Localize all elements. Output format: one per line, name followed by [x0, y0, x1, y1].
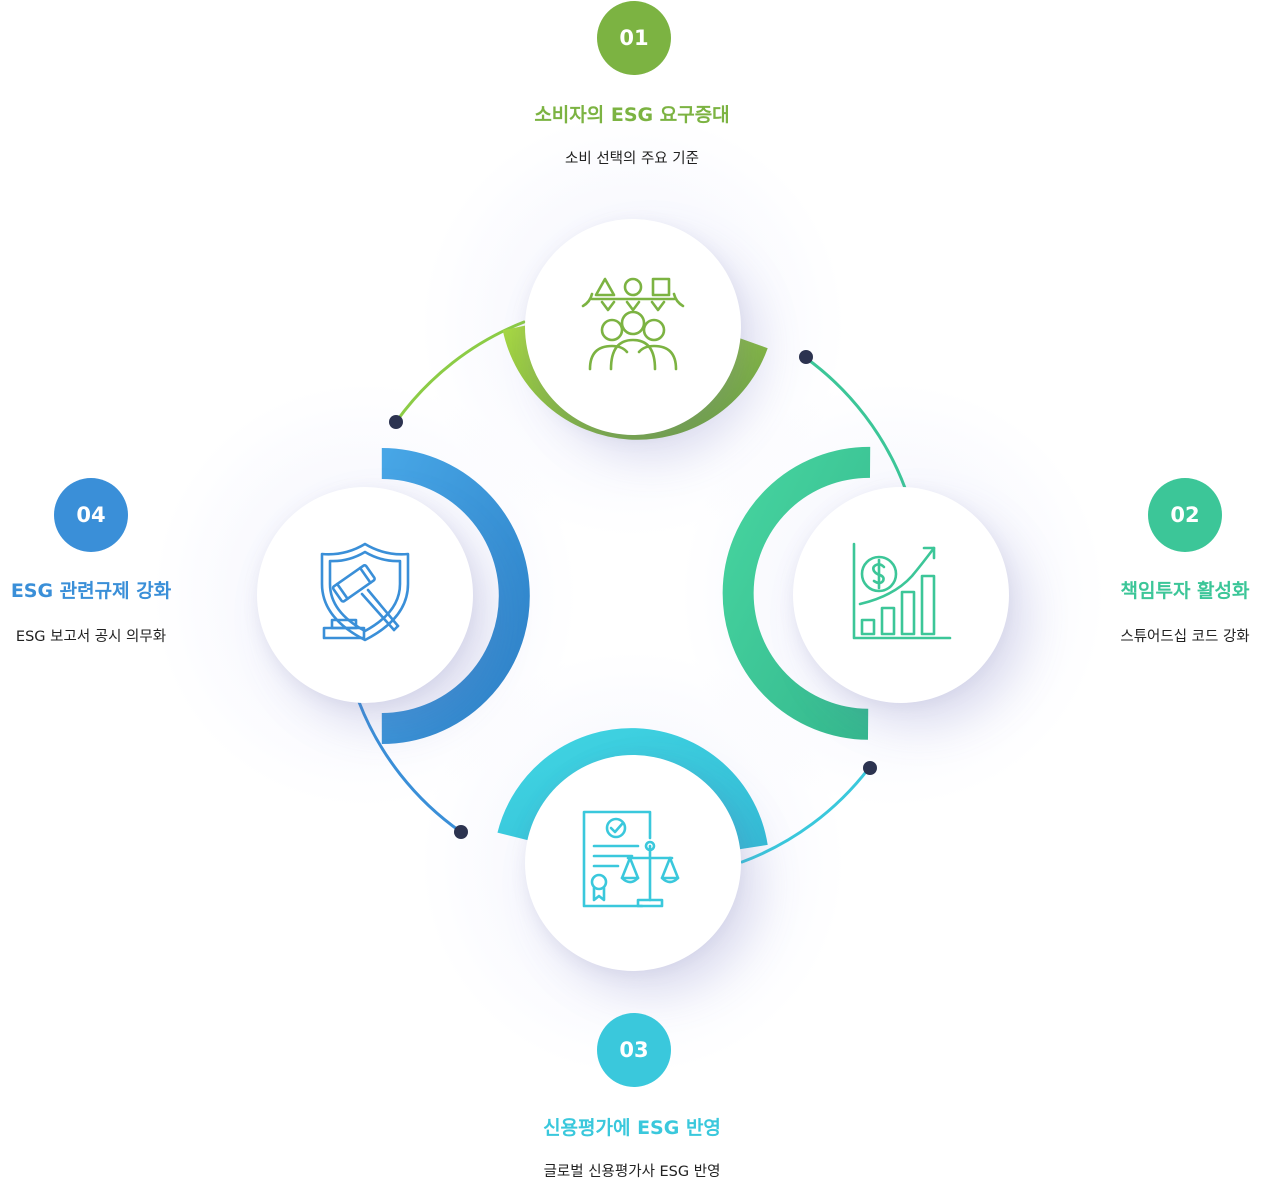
- consumer-group-icon: [581, 277, 685, 371]
- connector-dot: [454, 825, 468, 839]
- item-title: 소비자의 ESG 요구증대: [534, 104, 730, 126]
- item-description: 소비 선택의 주요 기준: [565, 151, 699, 167]
- node-02: [793, 487, 1009, 703]
- connector-arc-04-01: [394, 320, 526, 424]
- investment-growth-chart-icon: [852, 542, 952, 640]
- item-label-04: ESG 관련규제 강화 ESG 보고서 공시 의무화: [0, 576, 186, 646]
- item-description: 스튜어드십 코드 강화: [1120, 629, 1250, 645]
- ring-segment-04: [381, 448, 530, 744]
- step-badge-03: 03: [597, 1013, 671, 1087]
- connector-arc-03-04: [357, 700, 463, 834]
- item-title: 책임투자 활성화: [1120, 580, 1250, 602]
- step-badge-01: 01: [597, 1, 671, 75]
- node-01: [525, 219, 741, 435]
- connector-dot: [799, 350, 813, 364]
- step-badge-02: 02: [1148, 478, 1222, 552]
- certificate-scale-icon: [582, 810, 680, 908]
- connector-dot: [389, 415, 403, 429]
- item-description: ESG 보고서 공시 의무화: [15, 629, 167, 645]
- node-03: [525, 755, 741, 971]
- item-label-02: 책임투자 활성화 스튜어드십 코드 강화: [1082, 576, 1262, 646]
- item-label-01: 소비자의 ESG 요구증대 소비 선택의 주요 기준: [482, 100, 782, 168]
- item-title: ESG 관련규제 강화: [10, 580, 172, 602]
- connector-arc-02-03: [740, 766, 871, 864]
- connector-arc-01-02: [804, 356, 907, 490]
- item-description: 글로벌 신용평가사 ESG 반영: [543, 1164, 721, 1180]
- step-badge-04: 04: [54, 478, 128, 552]
- item-title: 신용평가에 ESG 반영: [543, 1117, 721, 1139]
- ring-segment-03: [497, 728, 768, 850]
- ring-segment-02: [722, 446, 871, 740]
- node-04: [257, 487, 473, 703]
- item-label-03: 신용평가에 ESG 반영 글로벌 신용평가사 ESG 반영: [482, 1113, 782, 1181]
- connector-dot: [863, 761, 877, 775]
- shield-gavel-icon: [320, 542, 410, 642]
